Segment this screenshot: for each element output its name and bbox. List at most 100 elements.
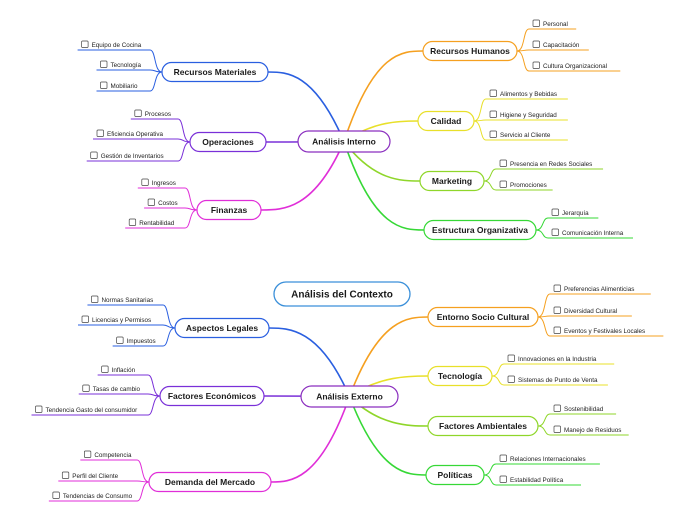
leaf-inflacion[interactable]: Inflación — [101, 365, 136, 374]
checkbox-icon[interactable] — [553, 284, 561, 292]
leaf-higiene-y-seguridad[interactable]: Higiene y Seguridad — [489, 110, 557, 119]
leaf-mobiliario[interactable]: Mobiliario — [100, 81, 138, 90]
leaf-normas-sanitarias[interactable]: Normas Sanitarias — [91, 295, 153, 304]
leaf-procesos[interactable]: Procesos — [134, 109, 171, 118]
leaf-personal[interactable]: Personal — [532, 19, 568, 28]
branch-estructura-organizativa[interactable]: Estructura Organizativa — [423, 219, 537, 241]
leaf-eficiencia-operativa[interactable]: Eficiencia Operativa — [96, 129, 163, 138]
checkbox-icon[interactable] — [61, 471, 70, 479]
branch-factores-economicos[interactable]: Factores Económicos — [159, 385, 265, 407]
checkbox-icon[interactable] — [141, 178, 149, 186]
leaf-relaciones-internacionales[interactable]: Relaciones Internacionales — [499, 454, 586, 463]
leaf-ingresos[interactable]: Ingresos — [141, 178, 176, 187]
checkbox-icon[interactable] — [553, 425, 561, 433]
leaf-tendencias-de-consumo[interactable]: Tendencias de Consumo — [52, 491, 133, 500]
leaf-licencias-y-permisos[interactable]: Licencias y Permisos — [81, 315, 151, 324]
branch-demanda-del-mercado[interactable]: Demanda del Mercado — [148, 471, 272, 493]
checkbox-icon[interactable] — [489, 130, 497, 138]
branch-recursos-materiales[interactable]: Recursos Materiales — [161, 61, 269, 83]
leaf-competencia[interactable]: Competencia — [83, 450, 132, 459]
leaf-cultura-organizacional[interactable]: Cultura Organizacional — [532, 61, 607, 70]
checkbox-icon[interactable] — [134, 109, 142, 117]
leaf-costos[interactable]: Costos — [147, 198, 178, 207]
branch-politicas[interactable]: Políticas — [425, 464, 485, 486]
leaf-manejo-de-residuos[interactable]: Manejo de Residuos — [553, 425, 621, 434]
checkbox-icon[interactable] — [489, 110, 497, 118]
leaf-gestion-de-inventarios[interactable]: Gestión de Inventarios — [90, 151, 164, 160]
link-leaf — [31, 395, 161, 416]
checkbox-icon[interactable] — [551, 208, 559, 216]
leaf-label: Equipo de Cocina — [92, 42, 142, 49]
link-leaf — [535, 217, 599, 231]
checkbox-icon[interactable] — [532, 61, 540, 69]
leaf-jerarquia[interactable]: Jerarquía — [551, 208, 589, 217]
leaf-tendencia-gasto-del-consumidor[interactable]: Tendencia Gasto del consumidor — [35, 405, 138, 414]
center-analisis-interno[interactable]: Análisis Interno — [297, 130, 391, 153]
branch-finanzas[interactable]: Finanzas — [196, 199, 262, 221]
checkbox-icon[interactable] — [553, 404, 561, 412]
branch-factores-ambientales[interactable]: Factores Ambientales — [427, 415, 539, 437]
leaf-eventos-y-festivales-locales[interactable]: Eventos y Festivales Locales — [553, 326, 645, 335]
leaf-tasas-de-cambio[interactable]: Tasas de cambio — [82, 384, 141, 393]
checkbox-icon[interactable] — [532, 19, 540, 27]
link-leaf — [491, 375, 608, 386]
leaf-sostenibilidad[interactable]: Sostenibilidad — [553, 404, 604, 413]
leaf-impuestos[interactable]: Impuestos — [116, 336, 156, 345]
branch-tecnologia[interactable]: Tecnología — [427, 365, 493, 387]
checkbox-icon[interactable] — [91, 295, 99, 303]
leaf-label: Costos — [158, 200, 178, 207]
branch-aspectos-legales[interactable]: Aspectos Legales — [174, 317, 270, 339]
leaf-sistemas-de-punto-de-venta[interactable]: Sistemas de Punto de Venta — [507, 375, 598, 384]
leaf-preferencias-alimenticias[interactable]: Preferencias Alimenticias — [553, 284, 634, 293]
checkbox-icon[interactable] — [499, 454, 507, 462]
leaf-estabilidad-politica[interactable]: Estabilidad Política — [499, 475, 564, 484]
checkbox-icon[interactable] — [96, 129, 104, 137]
branch-operaciones[interactable]: Operaciones — [189, 131, 267, 153]
branch-marketing[interactable]: Marketing — [419, 170, 485, 192]
leaf-tecnologia[interactable]: Tecnología — [100, 60, 142, 69]
checkbox-icon[interactable] — [551, 228, 559, 236]
leaf-presencia-en-redes-sociales[interactable]: Presencia en Redes Sociales — [499, 159, 592, 168]
checkbox-icon[interactable] — [553, 326, 561, 334]
leaf-innovaciones-en-la-industria[interactable]: Innovaciones en la Industria — [507, 354, 597, 363]
checkbox-icon[interactable] — [147, 198, 155, 206]
checkbox-icon[interactable] — [100, 81, 108, 89]
leaf-comunicacion-interna[interactable]: Comunicación Interna — [551, 228, 624, 237]
leaf-diversidad-cultural[interactable]: Diversidad Cultural — [553, 306, 617, 315]
checkbox-icon[interactable] — [499, 159, 507, 167]
checkbox-icon[interactable] — [82, 384, 90, 392]
checkbox-icon[interactable] — [35, 405, 43, 413]
branch-entorno-socio-cultural[interactable]: Entorno Socio Cultural — [427, 306, 539, 328]
checkbox-icon[interactable] — [499, 180, 507, 188]
center-analisis-externo[interactable]: Análisis Externo — [300, 385, 399, 408]
leaf-equipo-de-cocina[interactable]: Equipo de Cocina — [81, 40, 142, 49]
checkbox-icon[interactable] — [101, 365, 109, 373]
checkbox-icon[interactable] — [81, 315, 89, 323]
checkbox-icon[interactable] — [128, 218, 137, 226]
checkbox-icon[interactable] — [532, 40, 540, 48]
checkbox-icon[interactable] — [489, 89, 497, 97]
leaf-label: Higiene y Seguridad — [500, 112, 557, 119]
leaf-servicio-al-cliente[interactable]: Servicio al Cliente — [489, 130, 551, 139]
leaf-promociones[interactable]: Promociones — [499, 180, 547, 189]
checkbox-icon[interactable] — [100, 60, 108, 68]
checkbox-icon[interactable] — [507, 354, 515, 362]
checkbox-icon[interactable] — [499, 475, 507, 483]
checkbox-icon[interactable] — [81, 40, 89, 48]
leaf-alimentos-y-bebidas[interactable]: Alimentos y Bebidas — [489, 89, 557, 98]
leaf-perfil-del-cliente[interactable]: Perfil del Cliente — [61, 471, 119, 480]
branch-recursos-humanos[interactable]: Recursos Humanos — [422, 40, 518, 62]
leaf-label: Servicio al Cliente — [500, 132, 551, 139]
leaf-capacitacion[interactable]: Capacitación — [532, 40, 580, 49]
checkbox-icon[interactable] — [52, 491, 60, 499]
leaf-rentabilidad[interactable]: Rentabilidad — [128, 218, 175, 227]
title-node[interactable]: Análisis del Contexto — [273, 281, 411, 307]
checkbox-icon[interactable] — [507, 375, 515, 383]
link-leaf — [537, 413, 617, 427]
checkbox-icon[interactable] — [553, 306, 561, 314]
checkbox-icon[interactable] — [90, 151, 98, 159]
branch-calidad[interactable]: Calidad — [417, 110, 475, 132]
checkbox-icon[interactable] — [116, 336, 124, 344]
leaf-label: Preferencias Alimenticias — [564, 286, 634, 293]
checkbox-icon[interactable] — [83, 450, 92, 458]
